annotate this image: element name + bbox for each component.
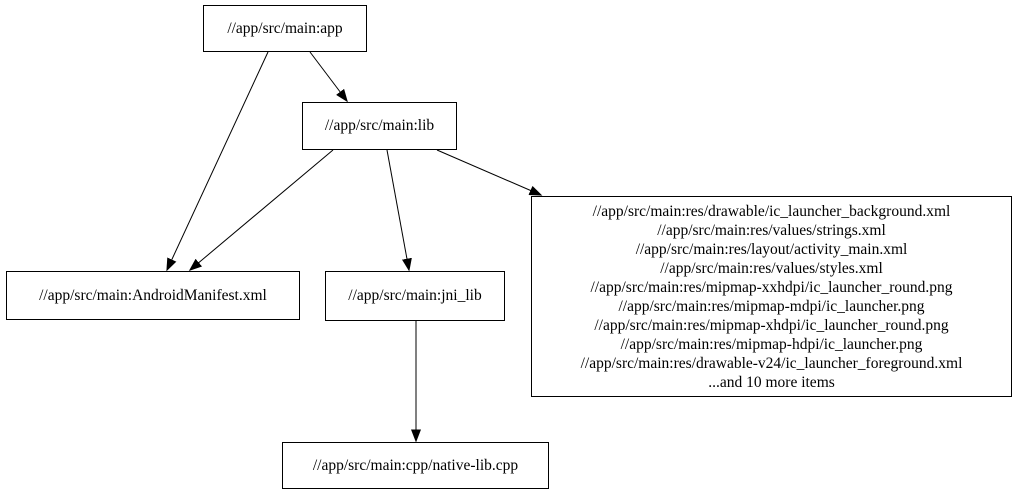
edge-lib-to-manifest — [188, 149, 334, 271]
res-file-line: //app/src/main:res/mipmap-xhdpi/ic_launc… — [594, 316, 949, 334]
res-file-line: //app/src/main:res/values/strings.xml — [657, 221, 886, 239]
res-file-more-items: ...and 10 more items — [708, 373, 835, 391]
node-app: //app/src/main:app — [203, 5, 367, 52]
res-file-line: //app/src/main:res/drawable-v24/ic_launc… — [580, 354, 963, 372]
res-file-line: //app/src/main:res/mipmap-hdpi/ic_launch… — [620, 335, 923, 353]
edge-lib-to-res-files — [436, 149, 543, 196]
node-lib: //app/src/main:lib — [302, 102, 457, 150]
res-file-line: //app/src/main:res/layout/activity_main.… — [635, 240, 908, 258]
res-file-line: //app/src/main:res/mipmap-mdpi/ic_launch… — [618, 297, 925, 315]
edge-app-to-lib — [309, 51, 348, 103]
res-file-line: //app/src/main:res/values/styles.xml — [660, 259, 883, 277]
node-android-manifest: //app/src/main:AndroidManifest.xml — [6, 271, 300, 320]
res-file-line: //app/src/main:res/drawable/ic_launcher_… — [592, 202, 951, 220]
node-res-file-group: //app/src/main:res/drawable/ic_launcher_… — [531, 196, 1012, 397]
node-native-lib-cpp: //app/src/main:cpp/native-lib.cpp — [282, 442, 549, 489]
res-file-line: //app/src/main:res/mipmap-xxhdpi/ic_laun… — [590, 278, 953, 296]
node-jni-lib: //app/src/main:jni_lib — [325, 271, 505, 321]
edge-app-to-manifest — [166, 51, 269, 272]
edge-lib-to-jni-lib — [386, 149, 412, 272]
